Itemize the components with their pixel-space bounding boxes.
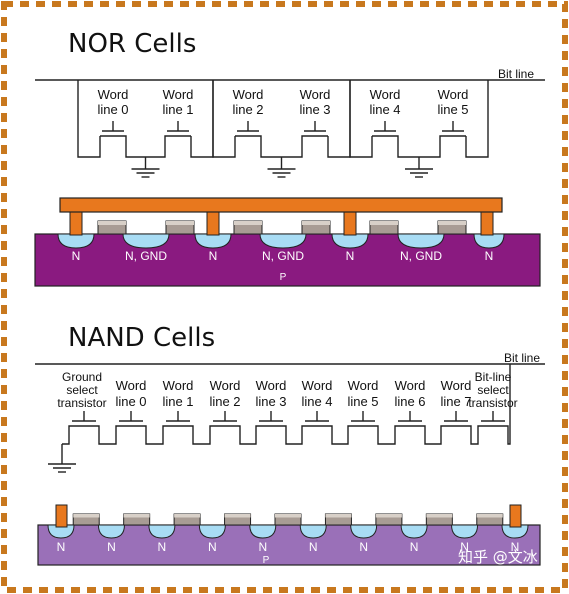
nor-region-label: N — [72, 249, 81, 263]
watermark: 知乎 @文冰 — [458, 548, 538, 566]
nor-title: NOR Cells — [68, 29, 196, 59]
nor-n-well — [122, 233, 170, 249]
nand-ground-symbol — [48, 452, 76, 473]
nor-channel-wire — [372, 135, 466, 158]
nor-n-labels: N N, GND N N, GND N N, GND N — [72, 249, 494, 263]
nor-n-well — [57, 233, 95, 249]
nor-region-label: N — [209, 249, 218, 263]
nor-cross-section: N N, GND N N, GND N N, GND N P — [34, 197, 541, 287]
nand-n-well — [198, 524, 226, 539]
nor-p-label: P — [280, 272, 287, 283]
nor-region-label: N — [346, 249, 355, 263]
nand-n-well — [501, 524, 529, 539]
nand-n-well — [47, 524, 75, 539]
nor-n-well — [397, 233, 445, 249]
nor-ground-symbol — [131, 157, 160, 178]
nand-wells — [47, 524, 529, 539]
nor-ground-symbol — [405, 157, 433, 178]
nand-title: NAND Cells — [68, 323, 215, 353]
nand-gates — [72, 513, 504, 526]
nor-drain-wire — [190, 80, 214, 158]
nand-region-label: N — [410, 540, 419, 554]
nand-ground-contact — [55, 504, 68, 528]
nand-n-well — [299, 524, 327, 539]
nand-region-label: N — [258, 540, 267, 554]
nor-ground-symbol — [267, 157, 296, 178]
nand-n-well — [350, 524, 378, 539]
nand-region-label: N — [460, 540, 469, 554]
nand-cross-section: N N N N N N N N N N P — [37, 504, 541, 566]
nor-drain-wire — [77, 80, 101, 158]
nor-gates — [97, 220, 467, 235]
nor-drain-wire — [212, 80, 236, 158]
nand-n-well — [97, 524, 125, 539]
nand-region-label: N — [107, 540, 116, 554]
nand-region-label: N — [158, 540, 167, 554]
nand-region-label: N — [208, 540, 217, 554]
nand-bit-line-label: Bit line — [504, 351, 540, 365]
nor-wells — [57, 233, 505, 249]
nor-drain-contact — [206, 209, 220, 236]
nand-string-wire — [62, 364, 511, 445]
nand-p-label: P — [263, 555, 270, 566]
nor-channel-wire — [235, 135, 328, 158]
nor-drain-contact — [480, 209, 494, 236]
nor-n-well — [331, 233, 369, 249]
nor-region-label: N — [485, 249, 494, 263]
nor-contacts — [69, 209, 494, 236]
nand-n-well — [148, 524, 176, 539]
nor-metal-bit-line — [59, 197, 503, 213]
nor-n-well — [194, 233, 232, 249]
nor-drain-contact — [69, 209, 83, 236]
nor-n-well — [259, 233, 307, 249]
nand-region-label: N — [511, 540, 520, 554]
nand-region-label: N — [57, 540, 66, 554]
nor-region-label: N, GND — [125, 249, 167, 263]
nor-drain-wire — [327, 80, 351, 158]
nand-n-well — [400, 524, 428, 539]
nor-drain-wire — [349, 80, 373, 158]
nand-n-well — [249, 524, 277, 539]
nand-bitline-contact — [509, 504, 522, 528]
nor-drain-wire — [465, 80, 489, 158]
nand-region-label: N — [359, 540, 368, 554]
nor-region-label: N, GND — [400, 249, 442, 263]
nand-region-label: N — [309, 540, 318, 554]
nor-drain-contact — [343, 209, 357, 236]
nor-channel-wire — [100, 135, 191, 158]
nand-n-well — [451, 524, 479, 539]
nor-bit-line-label: Bit line — [498, 67, 534, 81]
nor-n-well — [473, 233, 505, 249]
nor-region-label: N, GND — [262, 249, 304, 263]
